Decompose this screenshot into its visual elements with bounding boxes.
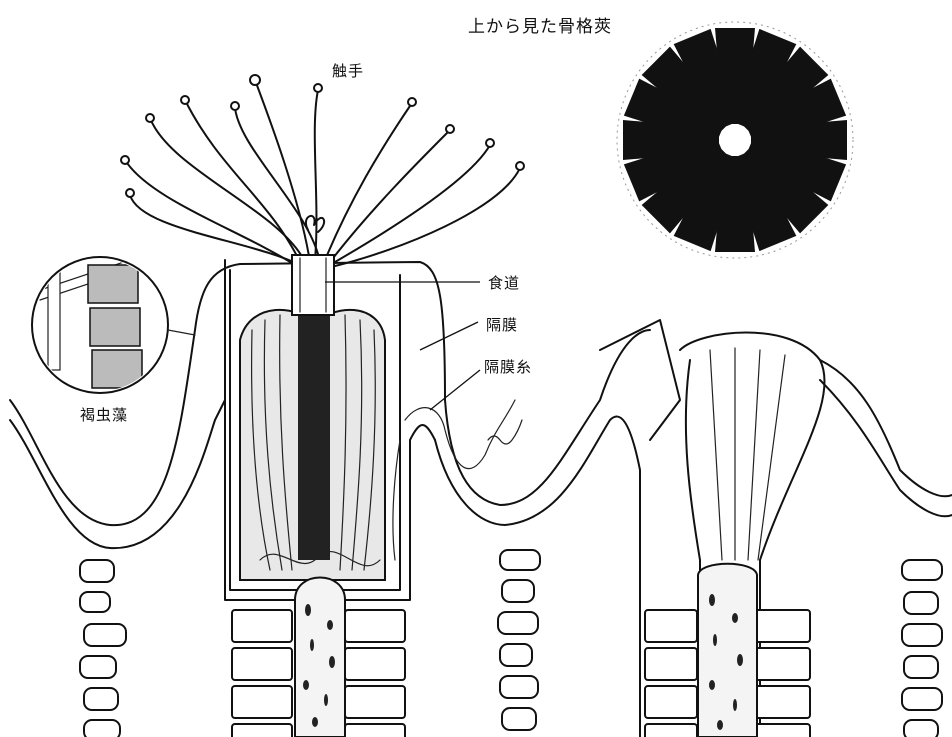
septa xyxy=(240,310,385,580)
tentacles xyxy=(125,80,520,266)
tentacles-label: 触手 xyxy=(332,60,364,81)
septum-label: 隔膜 xyxy=(486,314,518,335)
esophagus-label: 食道 xyxy=(488,272,520,293)
cup-septa xyxy=(710,348,785,560)
septal-filament-label: 隔膜糸 xyxy=(484,356,532,377)
skeleton-top-view xyxy=(617,22,853,258)
tentacle-tips xyxy=(121,75,524,197)
skeleton-nodules xyxy=(80,550,942,737)
zooxanthellae-label: 褐虫藻 xyxy=(80,404,128,425)
skeleton-top-view-label: 上から見た骨格莢 xyxy=(468,12,612,37)
esophagus xyxy=(292,216,334,315)
septal-filament xyxy=(393,400,522,560)
zooxanthellae-inset xyxy=(32,250,195,393)
